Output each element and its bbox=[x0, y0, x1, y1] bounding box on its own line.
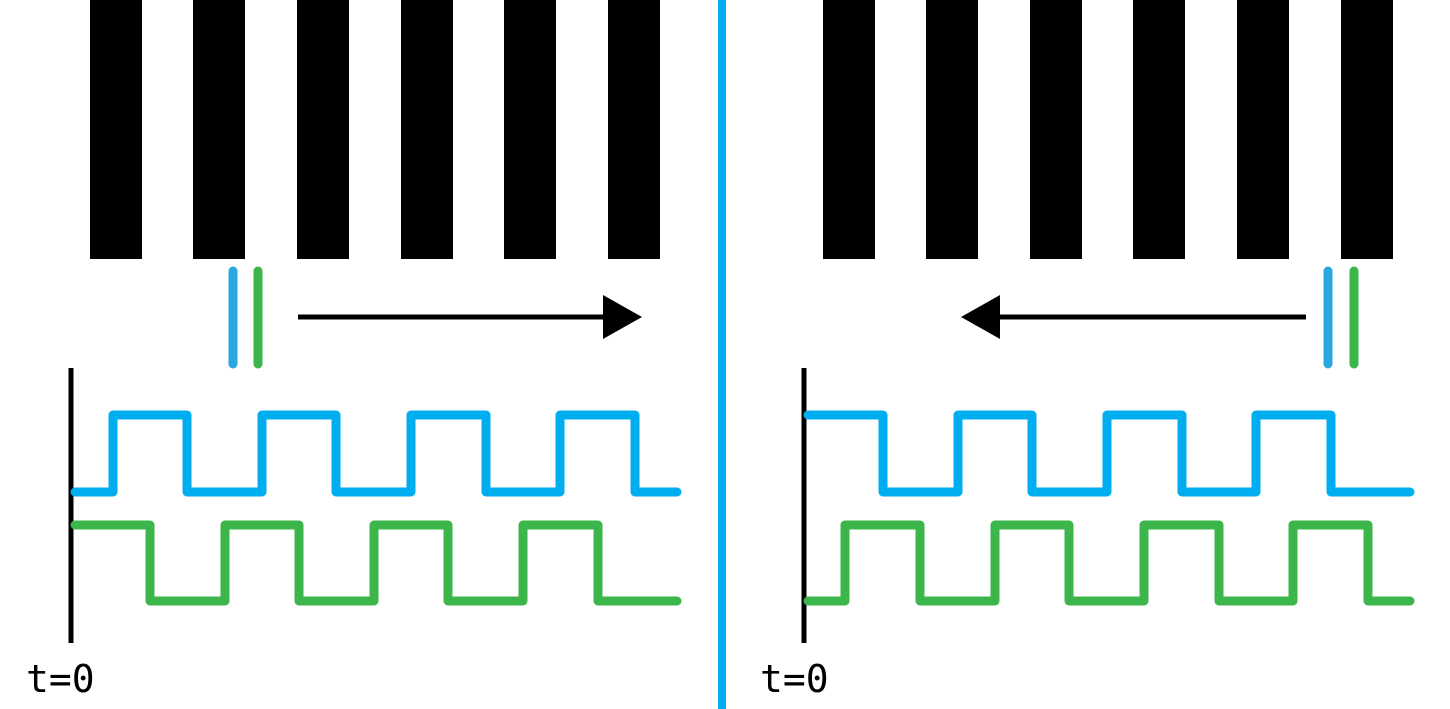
channel-b-waveform bbox=[70, 520, 682, 606]
stripe bbox=[823, 0, 875, 259]
channel-b-waveform bbox=[803, 520, 1415, 606]
stripe bbox=[1341, 0, 1393, 259]
stripe bbox=[926, 0, 978, 259]
stripe-scale-left bbox=[90, 0, 660, 259]
channel-a-waveform bbox=[803, 410, 1415, 497]
stripe-scale-right bbox=[823, 0, 1393, 259]
channel-a-waveform bbox=[70, 410, 682, 497]
stripe bbox=[1133, 0, 1185, 259]
stripe bbox=[297, 0, 349, 259]
stripe bbox=[401, 0, 453, 259]
stripe bbox=[608, 0, 660, 259]
time-zero-label: t=0 bbox=[760, 657, 829, 701]
arrow-right-icon bbox=[298, 295, 642, 339]
time-zero-label: t=0 bbox=[26, 657, 95, 701]
stripe bbox=[193, 0, 245, 259]
panel-reverse: t=0 bbox=[760, 0, 1415, 701]
stripe bbox=[1237, 0, 1289, 259]
stripe bbox=[504, 0, 556, 259]
stripe bbox=[90, 0, 142, 259]
panel-forward: t=0 bbox=[26, 0, 682, 701]
stripe bbox=[1030, 0, 1082, 259]
arrow-left-icon bbox=[961, 295, 1306, 339]
